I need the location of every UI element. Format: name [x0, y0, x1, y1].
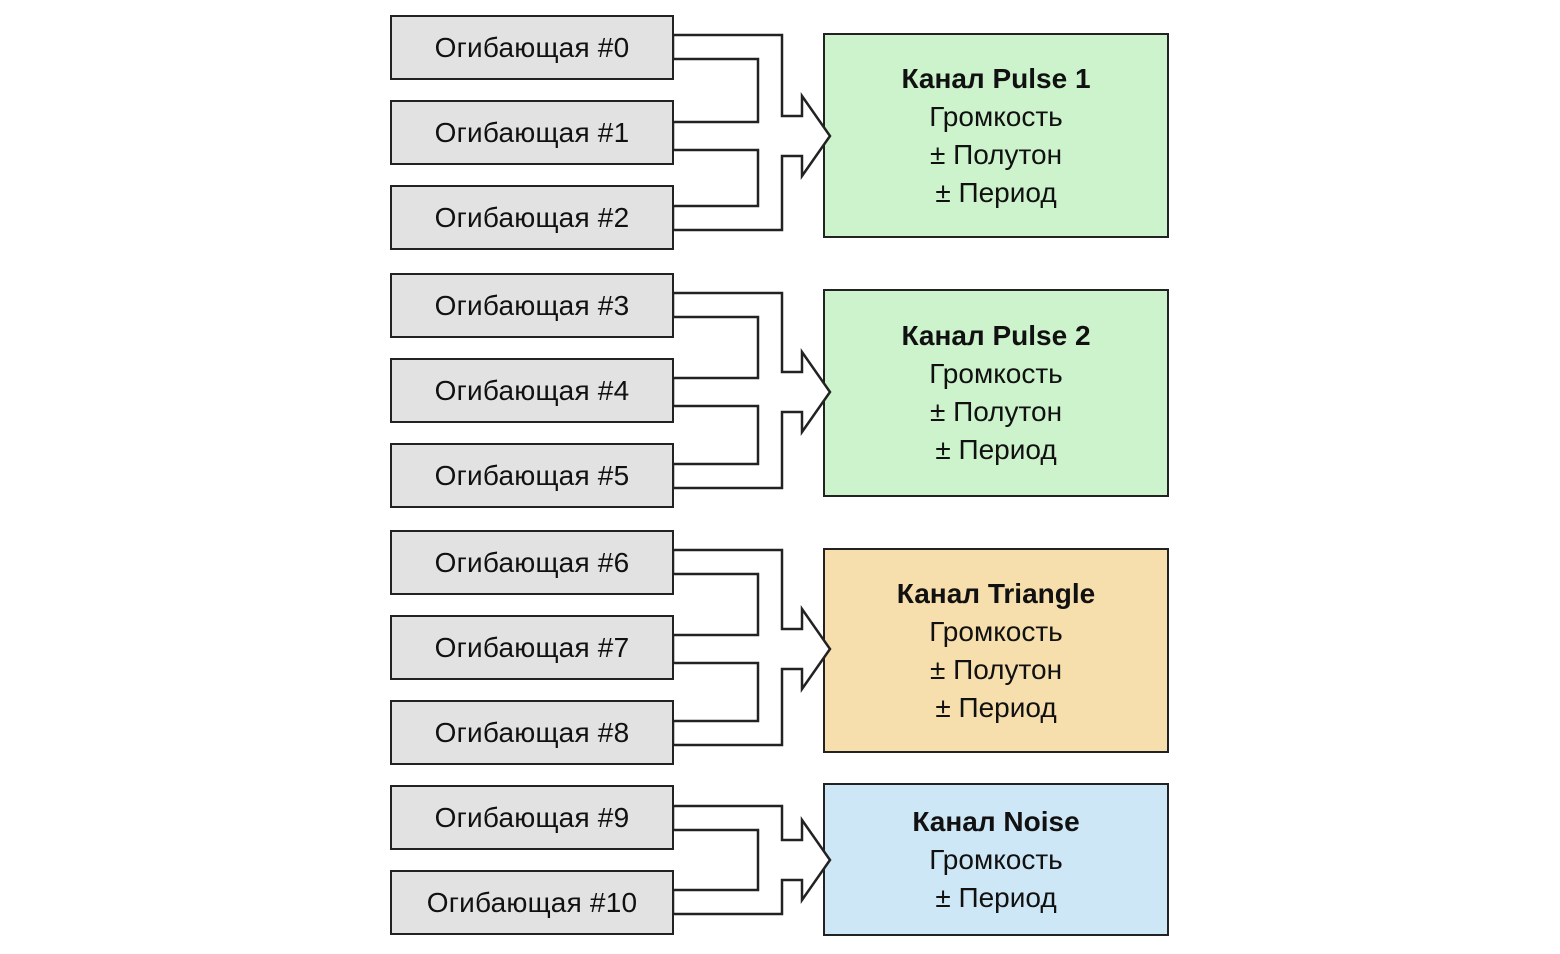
envelope-box-6: Огибающая #6	[390, 530, 674, 595]
channel-title: Канал Pulse 2	[901, 320, 1091, 351]
envelope-label: Огибающая #1	[434, 116, 630, 148]
envelope-label: Огибающая #6	[434, 546, 630, 578]
channel-param: Громкость	[929, 100, 1063, 132]
channel-param: ± Полутон	[929, 396, 1063, 427]
merge-arrow-pulse1	[671, 33, 832, 232]
channel-param: Громкость	[929, 358, 1063, 389]
channel-param: ± Период	[935, 691, 1057, 723]
envelope-box-0: Огибающая #0	[390, 15, 674, 80]
merge-arrow-pulse2	[671, 291, 832, 490]
envelope-label: Огибающая #4	[434, 374, 630, 406]
channel-param: Громкость	[929, 843, 1063, 875]
envelope-box-1: Огибающая #1	[390, 100, 674, 165]
channel-box-pulse2: Канал Pulse 2 Громкость ± Полутон ± Пери…	[823, 289, 1169, 497]
envelope-box-2: Огибающая #2	[390, 185, 674, 250]
envelope-box-5: Огибающая #5	[390, 443, 674, 508]
channel-box-triangle: Канал Triangle Громкость ± Полутон ± Пер…	[823, 548, 1169, 753]
channel-title: Канал Pulse 1	[901, 62, 1091, 94]
merge-arrow-noise	[671, 804, 832, 916]
channel-param: Громкость	[929, 615, 1063, 647]
channel-param: ± Полутон	[929, 138, 1063, 170]
envelope-label: Огибающая #9	[434, 801, 630, 833]
envelope-box-8: Огибающая #8	[390, 700, 674, 765]
channel-box-pulse1: Канал Pulse 1 Громкость ± Полутон ± Пери…	[823, 33, 1169, 238]
channel-param: ± Период	[935, 434, 1057, 465]
envelope-box-4: Огибающая #4	[390, 358, 674, 423]
envelope-label: Огибающая #8	[434, 716, 630, 748]
envelope-box-7: Огибающая #7	[390, 615, 674, 680]
envelope-label: Огибающая #10	[426, 886, 638, 918]
envelope-label: Огибающая #7	[434, 631, 630, 663]
channel-box-noise: Канал Noise Громкость ± Период	[823, 783, 1169, 936]
channel-param: ± Полутон	[929, 653, 1063, 685]
channel-title: Канал Noise	[912, 805, 1080, 837]
channel-param: ± Период	[935, 881, 1057, 913]
envelope-label: Огибающая #3	[434, 289, 630, 321]
channel-param: ± Период	[935, 176, 1057, 208]
envelope-box-9: Огибающая #9	[390, 785, 674, 850]
merge-arrow-triangle	[671, 548, 832, 747]
envelope-box-10: Огибающая #10	[390, 870, 674, 935]
envelope-box-3: Огибающая #3	[390, 273, 674, 338]
envelope-label: Огибающая #2	[434, 201, 630, 233]
envelope-label: Огибающая #0	[434, 31, 630, 63]
envelope-label: Огибающая #5	[434, 459, 630, 491]
channel-title: Канал Triangle	[896, 577, 1096, 609]
